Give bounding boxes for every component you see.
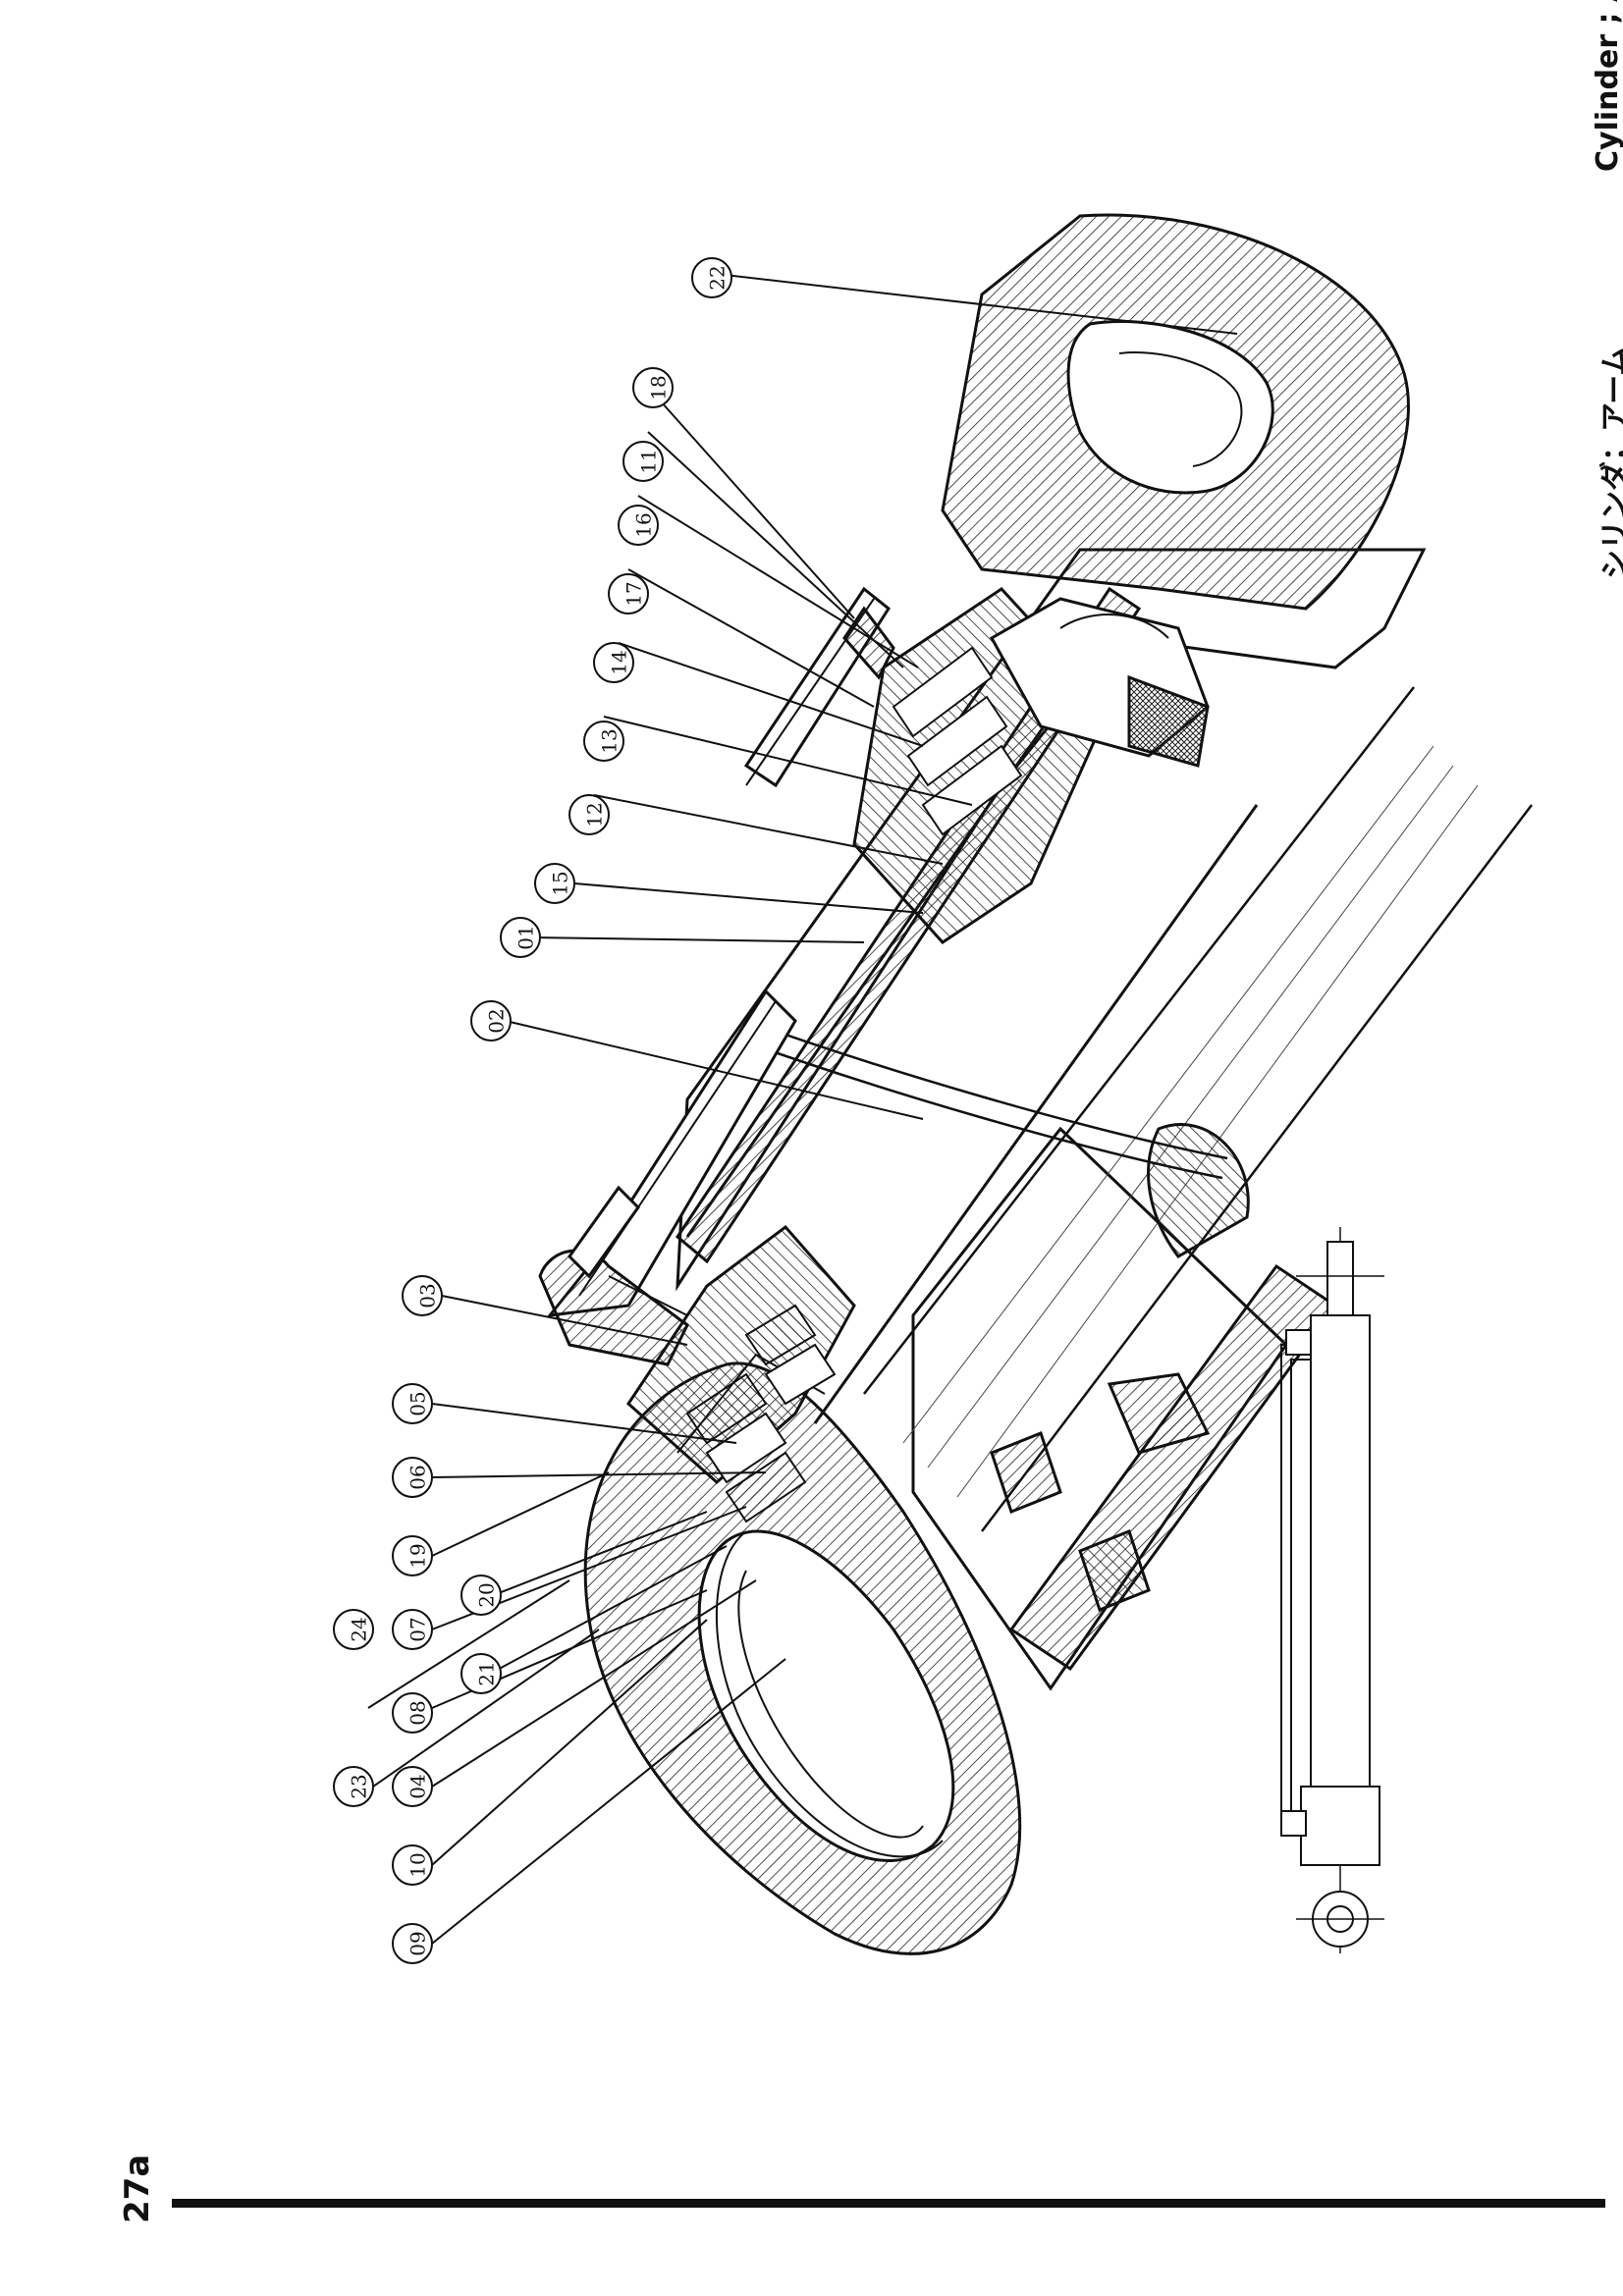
callout-label: 04 — [406, 1774, 430, 1798]
callout-13 — [583, 721, 624, 762]
callout-label: 03 — [416, 1283, 440, 1308]
callout-label: 16 — [632, 512, 656, 537]
callout-12 — [568, 794, 610, 835]
callout-label: 12 — [583, 802, 607, 827]
callout-02 — [470, 1000, 512, 1041]
callout-10 — [392, 1844, 433, 1886]
page-bottom-rule — [172, 2199, 1605, 2208]
callout-01 — [500, 917, 541, 958]
cylinder-thumbnail-side-view — [1280, 1227, 1384, 1953]
callout-18 — [632, 367, 674, 408]
callout-11 — [622, 441, 664, 482]
leader-lines — [367, 274, 1238, 1945]
callout-label: 13 — [598, 728, 622, 753]
cushion-collar — [1147, 1123, 1250, 1258]
callout-23 — [333, 1766, 374, 1807]
cylinder-assembly — [538, 213, 1533, 1955]
callout-circles — [333, 257, 732, 1964]
bottom-eye-bore — [1066, 320, 1274, 495]
callout-label: 18 — [647, 375, 671, 400]
callout-label: 02 — [485, 1008, 509, 1033]
callout-label: 23 — [348, 1774, 371, 1798]
callout-label: 10 — [406, 1852, 430, 1877]
callout-label: 01 — [514, 925, 538, 949]
callout-03 — [402, 1275, 443, 1316]
callout-08 — [392, 1692, 433, 1734]
callout-label: 07 — [406, 1617, 430, 1641]
callout-label: 14 — [608, 650, 631, 674]
callout-label: 21 — [475, 1661, 499, 1685]
cylinder-head-gland — [626, 1224, 856, 1484]
rod-end-eye-bore — [697, 1529, 955, 1862]
callout-04 — [392, 1766, 433, 1807]
callout-label: 09 — [406, 1931, 430, 1955]
callout-24 — [333, 1609, 374, 1650]
callout-label: 24 — [348, 1617, 371, 1641]
callout-label: 05 — [406, 1391, 430, 1415]
callout-label: 11 — [637, 449, 661, 473]
callout-label: 22 — [706, 265, 730, 290]
gland-seal-stack — [685, 1304, 837, 1523]
callout-05 — [392, 1383, 433, 1424]
callout-06 — [392, 1457, 433, 1498]
callout-label: 19 — [406, 1543, 430, 1568]
callout-07 — [392, 1609, 433, 1650]
callout-14 — [593, 642, 634, 683]
callout-label: 06 — [406, 1465, 430, 1489]
callout-19 — [392, 1535, 433, 1576]
callout-label: 15 — [549, 871, 572, 895]
callout-09 — [392, 1923, 433, 1964]
callout-label: 08 — [406, 1700, 430, 1725]
callout-22 — [691, 257, 732, 298]
callout-label: 20 — [475, 1582, 499, 1607]
callout-21 — [460, 1653, 502, 1694]
callout-17 — [608, 573, 649, 614]
callout-16 — [618, 505, 659, 546]
callout-20 — [460, 1575, 502, 1616]
callout-labels: 22 18 11 16 17 14 13 12 15 01 02 03 05 0… — [348, 265, 730, 1955]
callout-15 — [534, 863, 575, 904]
callout-label: 17 — [622, 581, 646, 606]
